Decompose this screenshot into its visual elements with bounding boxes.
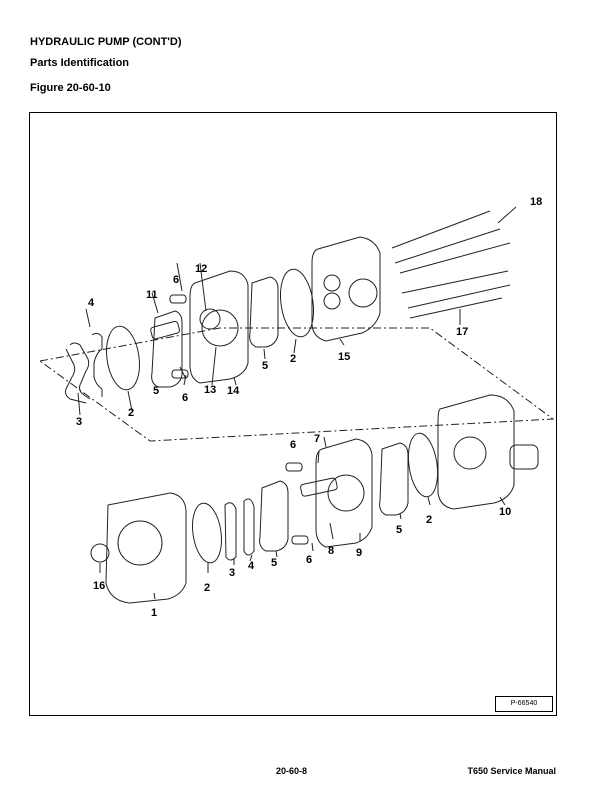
- shaft-7: [300, 477, 338, 497]
- callout-2-lower-right: 2: [426, 514, 432, 526]
- callout-1: 1: [151, 607, 157, 619]
- callout-6-lower-a: 6: [290, 439, 296, 451]
- callout-2-lower-left: 2: [204, 582, 210, 594]
- callout-5-lower-right: 5: [396, 524, 402, 536]
- callout-15: 15: [338, 351, 350, 363]
- gear-13: [201, 309, 239, 347]
- callout-12: 12: [195, 263, 207, 275]
- callout-9: 9: [356, 547, 362, 559]
- callout-3-upper: 3: [76, 416, 82, 428]
- callout-3-lower: 3: [229, 567, 235, 579]
- oring-2-mid: [279, 268, 315, 338]
- shaft-11: [150, 320, 180, 340]
- plate-5-lower-left: [259, 480, 289, 552]
- shaft-seal-16: [90, 543, 110, 563]
- callout-6-upper-a: 6: [173, 274, 179, 286]
- callout-7: 7: [314, 433, 320, 445]
- bolts-17-18: [391, 210, 511, 319]
- callout-5-upper: 5: [153, 385, 159, 397]
- callout-4-lower: 4: [248, 560, 255, 572]
- oring-2-lower-left: [192, 502, 222, 564]
- callout-10: 10: [499, 506, 511, 518]
- manual-title: T650 Service Manual: [467, 766, 556, 776]
- figure-reference: P-66540: [495, 696, 553, 712]
- rear-housing-10-bore: [453, 436, 487, 470]
- callout-5-mid: 5: [262, 360, 268, 372]
- gear-housing-14: [189, 270, 249, 384]
- front-housing-1: [105, 492, 187, 604]
- seal-4-lower: [243, 498, 255, 556]
- cover-15-bore-a: [323, 274, 341, 292]
- plate-5-mid: [249, 276, 279, 348]
- section-subtitle: Parts Identification: [30, 57, 130, 69]
- callout-11: 11: [146, 289, 158, 301]
- callout-2-mid: 2: [290, 353, 296, 365]
- pin-6-upper-b: [171, 369, 189, 379]
- page-number: 20-60-8: [276, 766, 308, 776]
- seal-4-upper: [91, 332, 103, 397]
- callout-6-lower-b: 6: [306, 554, 312, 566]
- callout-16: 16: [93, 580, 105, 592]
- pin-6-lower-b: [291, 535, 309, 545]
- pin-6-lower-a: [285, 462, 303, 472]
- callout-17: 17: [456, 326, 468, 338]
- cover-15-bore-b: [323, 292, 341, 310]
- separation-line: [38, 327, 555, 442]
- callout-14: 14: [227, 385, 240, 397]
- oring-2-upper: [106, 325, 140, 391]
- cover-15-port: [348, 278, 378, 308]
- seal-3-upper: [65, 342, 91, 404]
- plate-5-lower-right: [379, 442, 409, 516]
- callout-13: 13: [204, 384, 216, 396]
- rear-housing-10-port: [509, 444, 539, 470]
- plate-5-upper: [151, 310, 183, 388]
- pump-diagram: 4 3 2 11 6 12 5 6 13 14 5 2 15 17 18 6 7…: [38, 196, 555, 619]
- callout-6-upper-b: 6: [182, 392, 188, 404]
- oring-2-lower-right: [407, 432, 439, 498]
- callout-2-upper: 2: [128, 407, 134, 419]
- callout-4-upper: 4: [88, 297, 95, 309]
- figure-label: Figure 20-60-10: [30, 82, 111, 94]
- callout-5-lower-left: 5: [271, 557, 277, 569]
- callout-8: 8: [328, 545, 334, 557]
- gear-8: [327, 474, 365, 512]
- gear-12: [199, 308, 221, 330]
- callout-18: 18: [530, 196, 542, 208]
- cover-15: [311, 236, 381, 342]
- seal-3-lower: [224, 502, 237, 561]
- front-housing-1-bore: [117, 520, 163, 566]
- section-title: HYDRAULIC PUMP (CONT'D): [30, 36, 182, 48]
- exploded-view-figure: 4 3 2 11 6 12 5 6 13 14 5 2 15 17 18 6 7…: [29, 112, 557, 716]
- rear-housing-10: [437, 394, 515, 510]
- pin-6-upper-a: [169, 294, 187, 304]
- gear-housing-9: [315, 438, 373, 548]
